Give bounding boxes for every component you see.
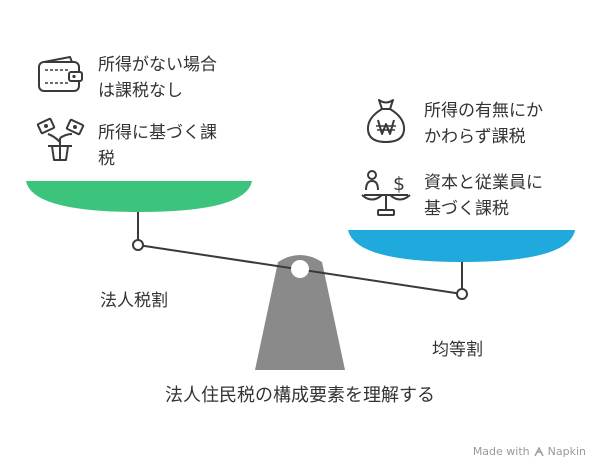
brand-label: Napkin bbox=[547, 445, 586, 458]
right-pan bbox=[348, 230, 575, 262]
left-beam-joint bbox=[132, 239, 144, 251]
right-pan-label: 均等割 bbox=[432, 340, 483, 360]
balance-money-icon: $ bbox=[361, 170, 411, 216]
left-item-1-label: 所得がない場合 は課税なし bbox=[98, 55, 217, 101]
wallet-icon bbox=[38, 56, 83, 92]
left-pan-label: 法人税割 bbox=[100, 291, 168, 311]
right-beam-joint bbox=[456, 288, 468, 300]
napkin-credit: Made with Napkin bbox=[473, 445, 586, 458]
fulcrum bbox=[255, 255, 345, 370]
left-pan bbox=[26, 181, 252, 212]
right-item-1-label: 所得の有無にか かわらず課税 bbox=[424, 101, 543, 147]
money-plant-icon bbox=[36, 117, 85, 161]
made-with-label: Made with bbox=[472, 445, 530, 458]
svg-text:$: $ bbox=[393, 173, 405, 195]
won-money-bag-icon bbox=[366, 99, 406, 143]
diagram-title: 法人住民税の構成要素を理解する bbox=[165, 385, 435, 406]
pivot-circle bbox=[291, 260, 309, 278]
napkin-logo-icon bbox=[534, 446, 544, 456]
left-item-2-label: 所得に基づく課 税 bbox=[98, 123, 217, 169]
right-item-2-label: 資本と従業員に 基づく課税 bbox=[424, 173, 543, 219]
